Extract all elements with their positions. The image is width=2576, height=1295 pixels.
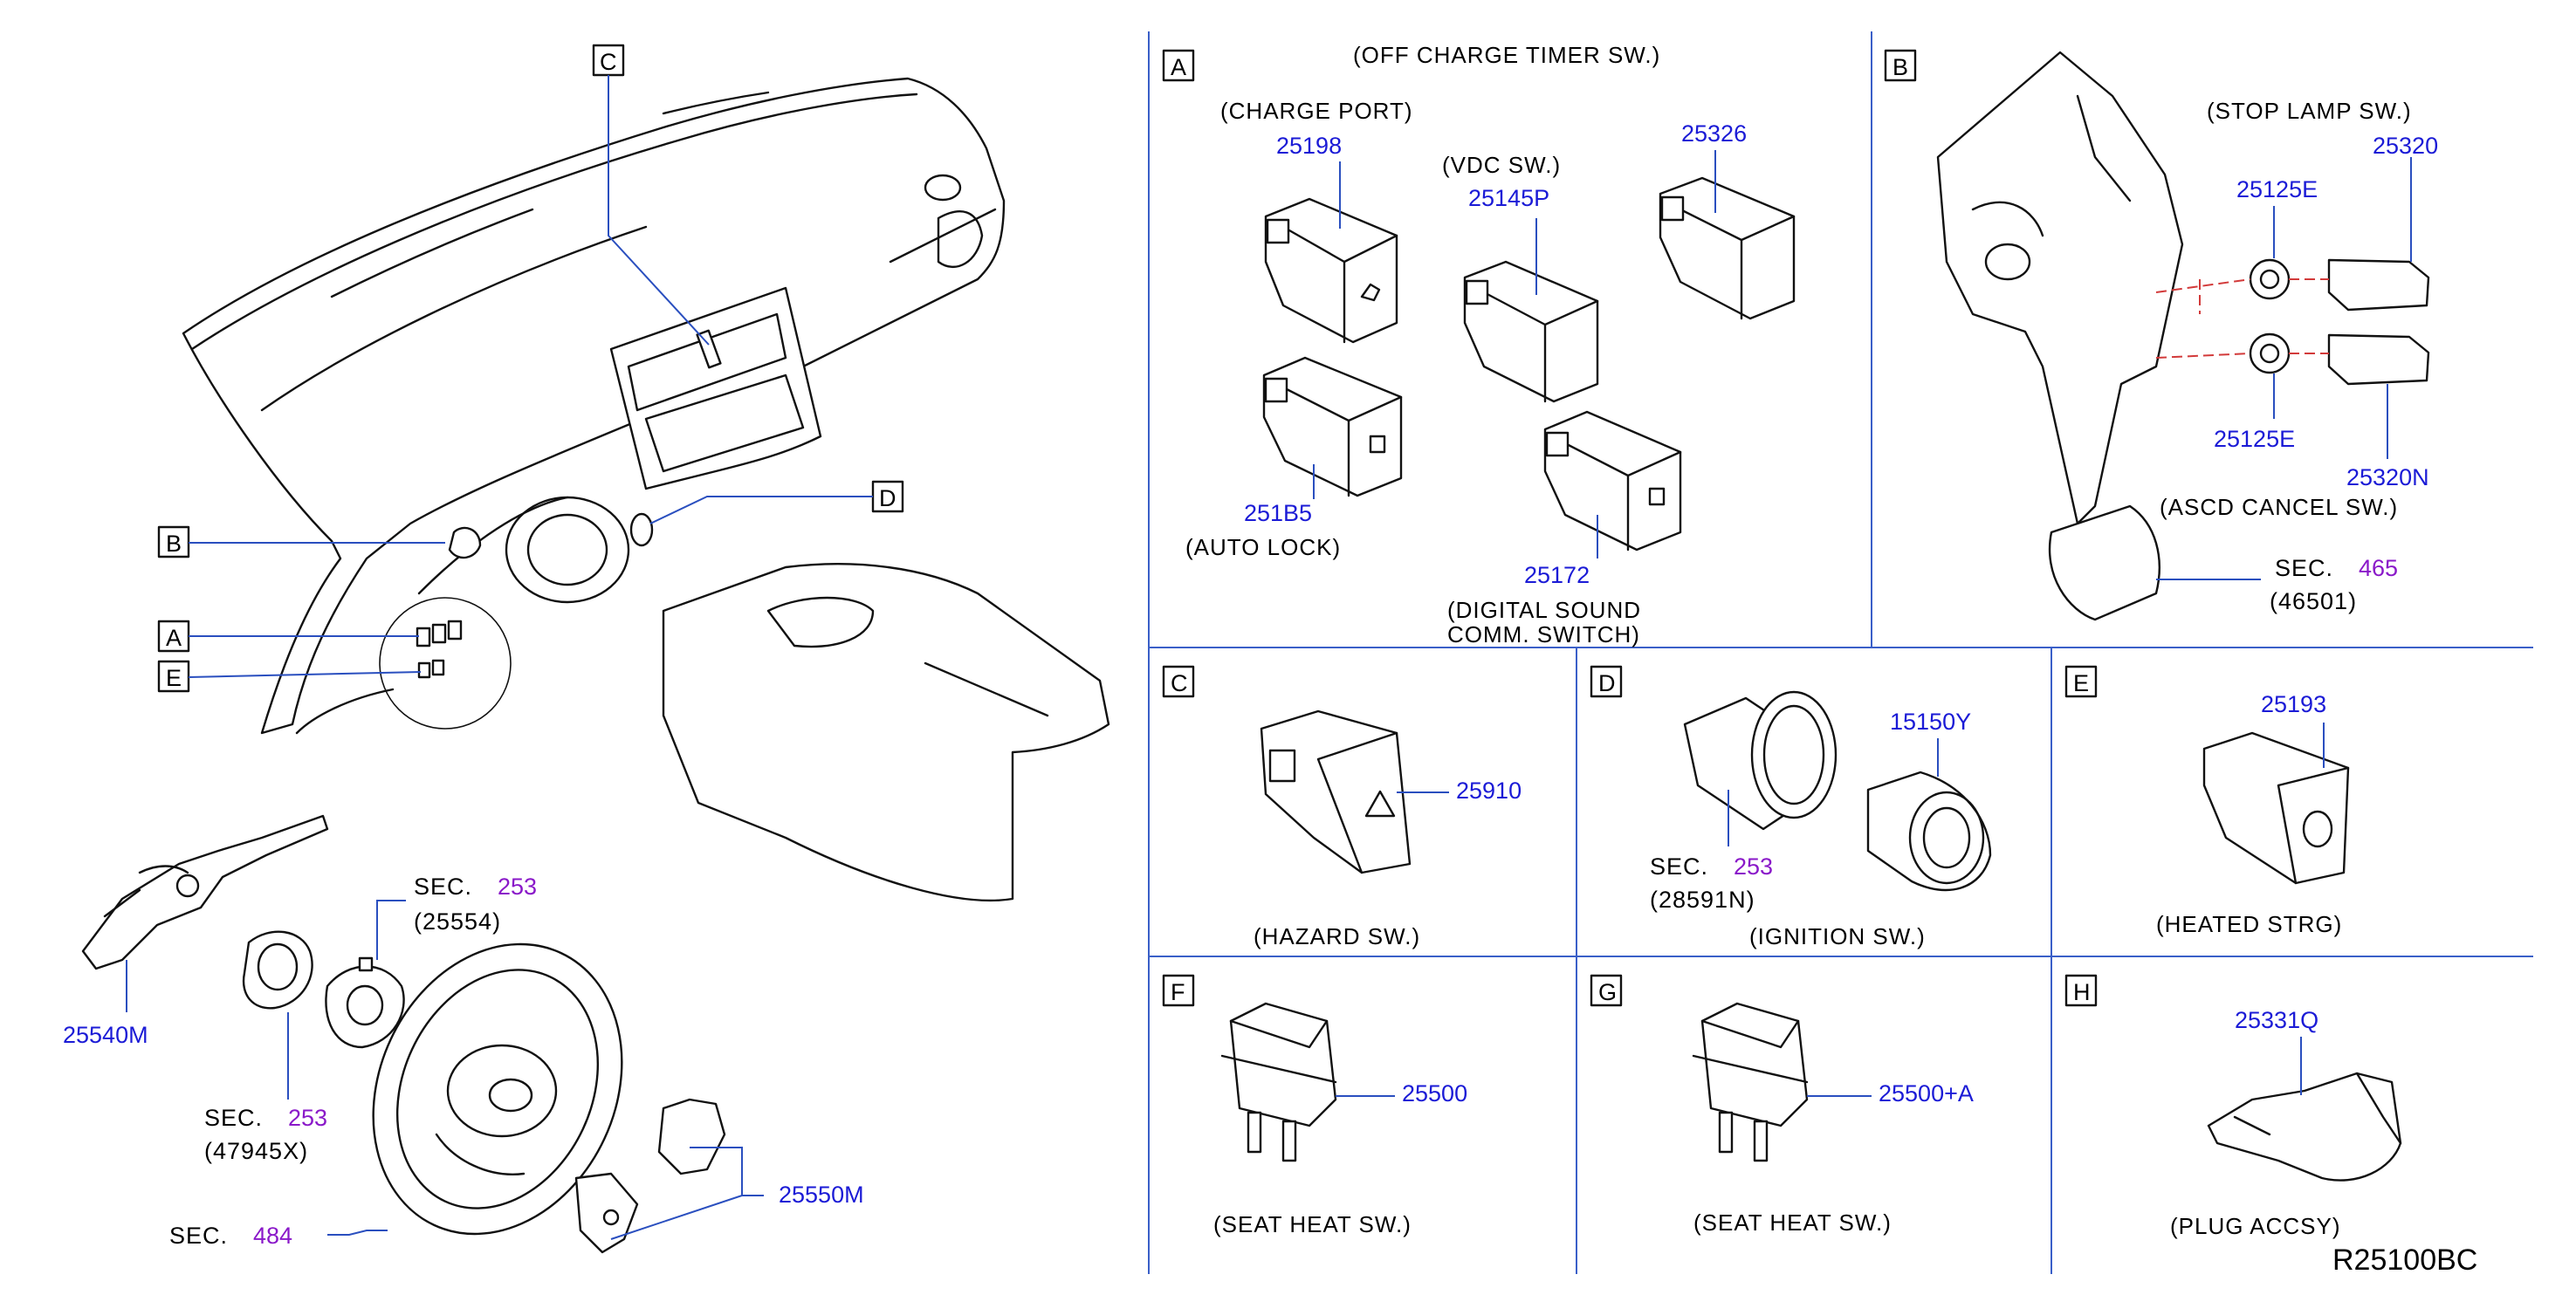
spiral-cable-illustration (242, 930, 313, 1100)
wheel-switches-part-number: 25550M (779, 1182, 864, 1208)
timer-switch-part-number: 25326 (1681, 120, 1747, 147)
digital-sound-switch-icon (1543, 410, 1682, 558)
pedal-sec-code: (46501) (2270, 588, 2357, 614)
hazard-switch-icon (1260, 709, 1449, 874)
vdc-switch-icon (1463, 218, 1599, 403)
pedal-sec-label: SEC. (2275, 555, 2333, 581)
ignition-sec-code: (28591N) (1650, 887, 1755, 913)
steering-sensor-sec-code: (25554) (414, 908, 501, 935)
digital-sound-caption-line-1: (DIGITAL SOUND (1447, 597, 1641, 623)
callout-c-highlight (696, 329, 722, 369)
ignition-switch-icon (1683, 690, 1838, 846)
charge-port-part-number: 25198 (1276, 133, 1342, 159)
ignition-sec-number: 253 (1734, 853, 1773, 880)
charge-port-switch-icon (1264, 161, 1398, 344)
steering-sensor-illustration (325, 900, 406, 1049)
combination-switch-illustration (81, 814, 329, 1012)
ignition-switch-caption: (IGNITION SW.) (1749, 923, 1926, 949)
vdc-part-number: 25145P (1468, 185, 1549, 211)
panel-f-letter: F (1171, 979, 1185, 1005)
panel-d-letter: D (1598, 670, 1616, 696)
panel-c: C 25910 (HAZARD SW.) (1162, 665, 1522, 949)
stop-lamp-caption: (STOP LAMP SW.) (2207, 98, 2412, 124)
callout-a[interactable]: A (157, 620, 419, 653)
digital-sound-part-number: 25172 (1524, 562, 1590, 588)
hazard-switch-caption: (HAZARD SW.) (1254, 923, 1420, 949)
ignition-knob-part-number: 15150Y (1890, 709, 1971, 735)
ignition-sec-label: SEC. (1650, 853, 1708, 880)
steering-wheel-illustration (327, 942, 623, 1236)
panel-f: F 25500 (SEAT HEAT SW.) (1162, 974, 1467, 1237)
spiral-cable-sec-code: (47945X) (204, 1138, 308, 1164)
panel-a-letter: A (1171, 54, 1186, 80)
panel-b-letter: B (1893, 54, 1908, 80)
ascd-cancel-switch-icon (2155, 279, 2430, 459)
seat-heat-switch-2-caption: (SEAT HEAT SW.) (1693, 1209, 1892, 1236)
clip-upper-part-number: 25125E (2236, 176, 2318, 202)
ignition-knob-icon (1866, 738, 1992, 892)
callout-c-letter: C (600, 49, 617, 75)
digital-sound-caption-line-2: COMM. SWITCH) (1447, 621, 1640, 648)
auto-lock-switch-icon (1262, 356, 1403, 499)
callout-c[interactable]: C (592, 44, 710, 346)
panel-grid (1148, 31, 2533, 1274)
panel-e: E 25193 (HEATED STRG) (2064, 665, 2350, 937)
plug-accessory-part-number: 25331Q (2235, 1007, 2318, 1033)
spiral-cable-sec-label: SEC. (204, 1105, 263, 1131)
heated-steering-switch-icon (2202, 723, 2350, 885)
cancel-switch-caption: (ASCD CANCEL SW.) (2160, 494, 2398, 520)
combination-switch-part-number: 25540M (63, 1022, 148, 1048)
illustration-reference-code: R25100BC (2332, 1244, 2477, 1277)
callout-b-letter: B (166, 531, 182, 557)
callout-d-letter: D (879, 485, 896, 511)
seat-heat-switch-caption: (SEAT HEAT SW.) (1213, 1211, 1412, 1237)
callout-a-letter: A (166, 625, 182, 651)
panel-g: G 25500+A (SEAT HEAT SW.) (1590, 974, 1974, 1236)
auto-lock-caption: (AUTO LOCK) (1185, 534, 1341, 560)
seat-heat-switch-part-number: 25500 (1402, 1080, 1467, 1107)
callout-d[interactable]: D (649, 480, 904, 524)
wheel-switches-illustration (574, 1098, 764, 1254)
stop-lamp-part-number: 25320 (2373, 133, 2438, 159)
steering-wheel-sec-number: 484 (253, 1223, 292, 1249)
panel-a: A (OFF CHARGE TIMER SW.) (CHARGE PORT) 2… (1162, 42, 1796, 648)
panel-g-letter: G (1598, 979, 1617, 1005)
steering-sensor-sec-label: SEC. (414, 874, 472, 900)
callout-e-letter: E (166, 665, 182, 691)
heated-steering-part-number: 25193 (2261, 691, 2326, 717)
stop-lamp-switch-icon (2155, 157, 2430, 312)
heated-steering-caption: (HEATED STRG) (2156, 911, 2342, 937)
panel-e-letter: E (2073, 670, 2089, 696)
panel-d: D 15150Y SEC. 253 (28591N) (IGNITION SW.… (1590, 665, 1992, 949)
spiral-cable-sec-number: 253 (288, 1105, 327, 1131)
hazard-switch-part-number: 25910 (1456, 778, 1522, 804)
seat-heat-switch-icon (1220, 1002, 1395, 1162)
panel-c-letter: C (1171, 670, 1188, 696)
callout-e[interactable]: E (157, 660, 422, 693)
panel-b: B (STOP LAMP SW.) 25125E 25320 25125E 25… (1884, 49, 2438, 621)
off-charge-timer-switch-icon (1659, 150, 1796, 320)
plug-accessory-icon (2207, 1037, 2402, 1182)
plug-accessory-caption: (PLUG ACCSY) (2170, 1213, 2341, 1239)
cancel-switch-part-number: 25320N (2346, 464, 2429, 490)
callout-b[interactable]: B (157, 525, 445, 558)
charge-port-caption: (CHARGE PORT) (1220, 98, 1413, 124)
switch-cluster-highlight (379, 597, 512, 730)
seat-heat-switch-2-icon (1692, 1002, 1872, 1162)
clip-lower-part-number: 25125E (2214, 426, 2295, 452)
panel-a-title: (OFF CHARGE TIMER SW.) (1353, 42, 1660, 68)
brake-pedal-icon (1936, 51, 2261, 621)
steering-wheel-sec-label: SEC. (169, 1223, 228, 1249)
pedal-sec-number: 465 (2359, 555, 2398, 581)
dashboard-illustration (182, 77, 1110, 902)
auto-lock-part-number: 251B5 (1244, 500, 1312, 526)
panel-h-letter: H (2073, 979, 2091, 1005)
panel-h: H 25331Q (PLUG ACCSY) (2064, 974, 2402, 1239)
seat-heat-switch-2-part-number: 25500+A (1879, 1080, 1974, 1107)
vdc-caption: (VDC SW.) (1442, 152, 1561, 178)
steering-sensor-sec-number: 253 (498, 874, 537, 900)
